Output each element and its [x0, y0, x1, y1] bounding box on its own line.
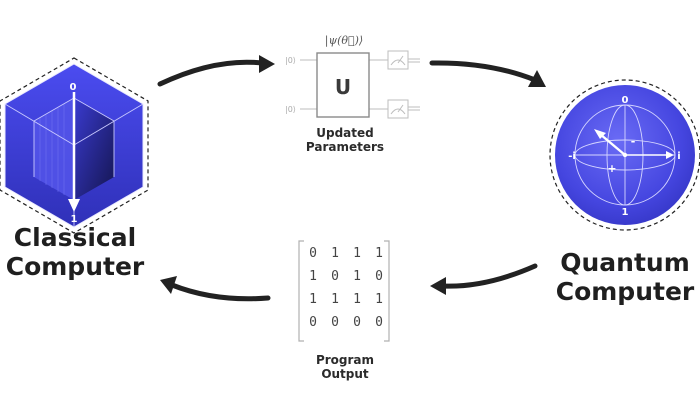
- matrix-cell: 1: [331, 246, 339, 261]
- output-caption-line1: Program: [315, 353, 375, 367]
- quantum-computer-sphere: 0 1 -i i + -: [549, 79, 700, 231]
- cube-bottom-label: 1: [71, 214, 78, 225]
- sphere-minus-label: -: [631, 135, 636, 148]
- params-caption-line1: Updated: [316, 126, 374, 140]
- cycle-arrows: [157, 59, 538, 302]
- arrow-quantum-to-output: [439, 263, 538, 289]
- params-caption-line2: Parameters: [305, 140, 385, 154]
- sphere-bottom-label: 1: [622, 207, 629, 218]
- bloch-center-dot: [622, 152, 628, 158]
- matrix-cell: 0: [331, 269, 339, 284]
- sphere-left-label: -i: [568, 151, 576, 162]
- matrix-cell: 1: [309, 292, 317, 307]
- matrix-cell: 1: [331, 292, 339, 307]
- sphere-right-label: i: [677, 151, 680, 162]
- arrowhead-to-output: [430, 277, 446, 295]
- sphere-top-label: 0: [622, 95, 629, 106]
- circuit-state-label: |ψ(θ⃗)⟩: [325, 34, 363, 48]
- matrix-left-bracket: [298, 240, 304, 342]
- arrow-circuit-to-quantum: [429, 60, 538, 83]
- arrow-output-to-classical: [169, 282, 271, 302]
- unitary-gate-box: [316, 52, 370, 118]
- matrix-cell: 0: [309, 246, 317, 261]
- cube-texture: [39, 104, 65, 195]
- classical-title-line2: Computer: [5, 252, 145, 281]
- circuit-wires: [300, 58, 420, 111]
- matrix-cell: 1: [375, 246, 383, 261]
- updated-parameters-caption: Updated Parameters: [290, 126, 400, 154]
- cube-top-label: 0: [70, 82, 77, 93]
- cube-dashed-outline: [0, 57, 149, 234]
- bloch-right-axis-arrowhead: [666, 151, 674, 159]
- matrix-cell: 0: [331, 315, 339, 330]
- cycle-arrowheads: [160, 55, 546, 295]
- unitary-gate-label: U: [335, 75, 351, 99]
- arrowhead-to-quantum: [528, 70, 546, 87]
- matrix-cell: 0: [353, 315, 361, 330]
- classical-title-line1: Classical: [13, 223, 137, 252]
- program-output-caption: Program Output: [290, 353, 400, 381]
- matrix-cell: 0: [375, 269, 383, 284]
- matrix-cell: 1: [353, 246, 361, 261]
- matrix-right-bracket: [384, 240, 390, 342]
- arrowhead-to-circuit: [259, 55, 275, 73]
- circuit-input-2: |0⟩: [285, 105, 296, 114]
- cube-vector-arrowhead: [68, 199, 80, 212]
- measurement-meter-icon: [387, 99, 409, 119]
- matrix-cell: 1: [353, 269, 361, 284]
- sphere-dashed-outline: [549, 79, 700, 231]
- circuit-input-1: |0⟩: [285, 56, 296, 65]
- matrix-cell: 1: [375, 292, 383, 307]
- matrix-cell: 1: [309, 269, 317, 284]
- matrix-cell: 0: [309, 315, 317, 330]
- quantum-title-line1: Quantum: [560, 248, 690, 277]
- bloch-state-vector-arrowhead: [594, 129, 606, 139]
- measurement-meter-icon: [387, 50, 409, 70]
- matrix-cell: 1: [353, 292, 361, 307]
- matrix-cell: 0: [375, 315, 383, 330]
- sphere-plus-label: +: [607, 162, 616, 175]
- arrowhead-to-classical: [160, 276, 177, 294]
- quantum-title-line2: Computer: [555, 277, 695, 306]
- classical-computer-title: Classical Computer: [0, 223, 150, 281]
- classical-computer-cube: 0 1: [0, 57, 149, 234]
- cube-inner-right-face: [74, 98, 114, 200]
- bloch-state-vector: [599, 133, 626, 156]
- output-caption-line2: Output: [321, 367, 369, 381]
- quantum-circuit: |ψ(θ⃗)⟩ |0⟩ |0⟩ U: [285, 34, 420, 119]
- arrow-classical-to-circuit: [157, 59, 265, 87]
- quantum-computer-title: Quantum Computer: [550, 248, 700, 306]
